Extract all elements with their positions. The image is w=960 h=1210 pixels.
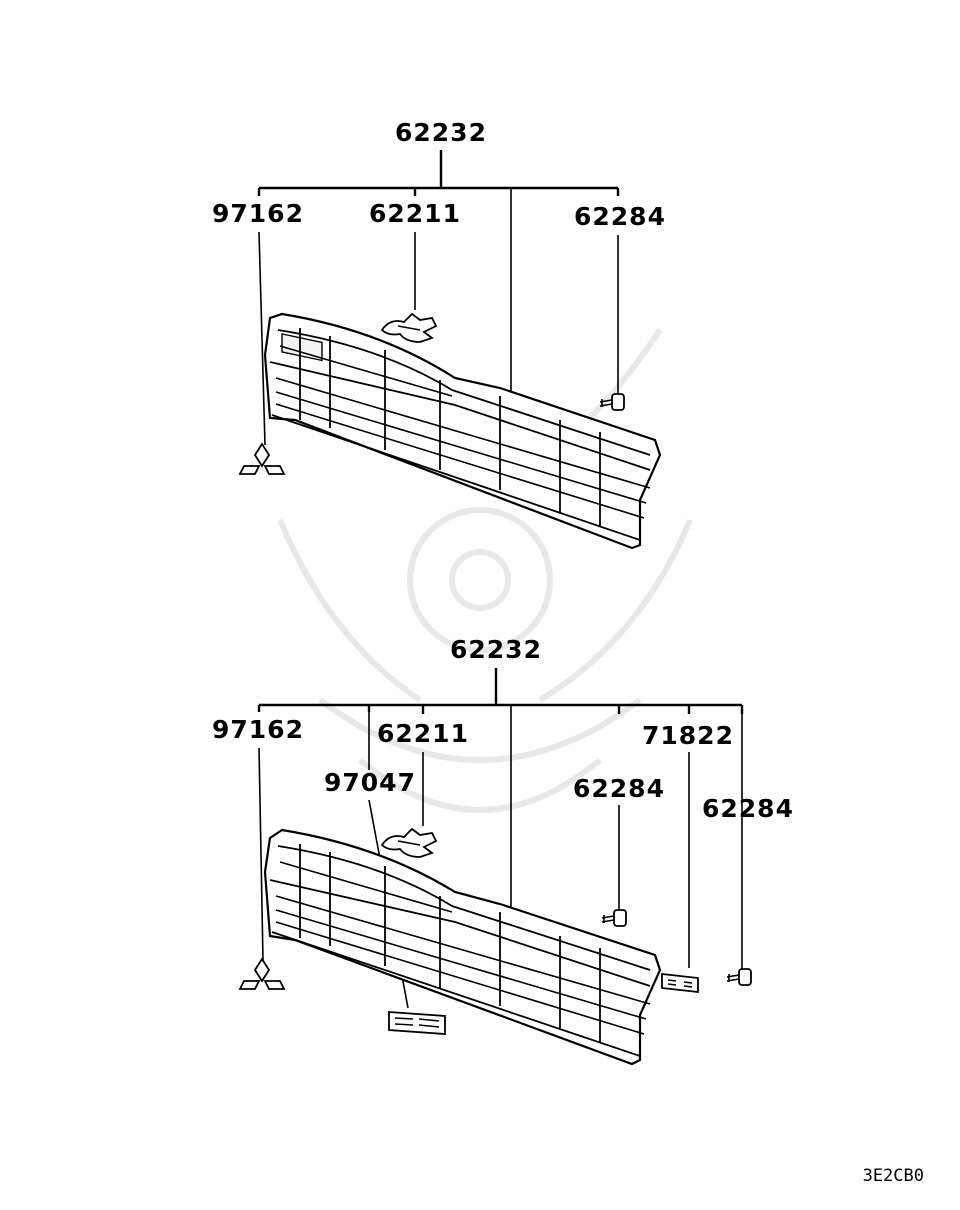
lower-assembly: 62232 97162 62211 71822 97047 62284 6228…	[212, 635, 794, 1066]
upper-part-number-emblem: 97162	[212, 199, 304, 228]
lower-screw-part-right	[726, 968, 752, 986]
upper-leader-lines	[257, 150, 620, 446]
upper-parent-part-number: 62232	[395, 118, 487, 147]
lower-part-number-bracket: 71822	[642, 721, 734, 750]
upper-part-number-screw: 62284	[574, 202, 666, 231]
lower-part-number-badge: 97047	[324, 768, 416, 797]
lower-parent-part-number: 62232	[450, 635, 542, 664]
lower-screw-part-center	[601, 909, 627, 927]
upper-part-number-clip: 62211	[369, 199, 461, 228]
lower-badge-part	[388, 1011, 446, 1035]
lower-grille	[263, 828, 662, 1066]
diagram-code: 3E2CB0	[863, 1166, 924, 1186]
upper-grille	[263, 312, 662, 550]
lower-part-number-screw-right: 62284	[702, 794, 794, 823]
upper-emblem-part	[238, 442, 286, 475]
lower-part-number-screw-center: 62284	[573, 774, 665, 803]
upper-clip-part	[380, 312, 438, 343]
lower-bracket-part	[661, 972, 699, 994]
lower-part-number-clip: 62211	[377, 719, 469, 748]
lower-emblem-part	[238, 957, 286, 990]
upper-screw-part	[599, 393, 625, 411]
lower-clip-part	[380, 827, 438, 858]
lower-part-number-emblem: 97162	[212, 715, 304, 744]
upper-assembly: 62232 97162 62211 62284	[212, 118, 666, 550]
